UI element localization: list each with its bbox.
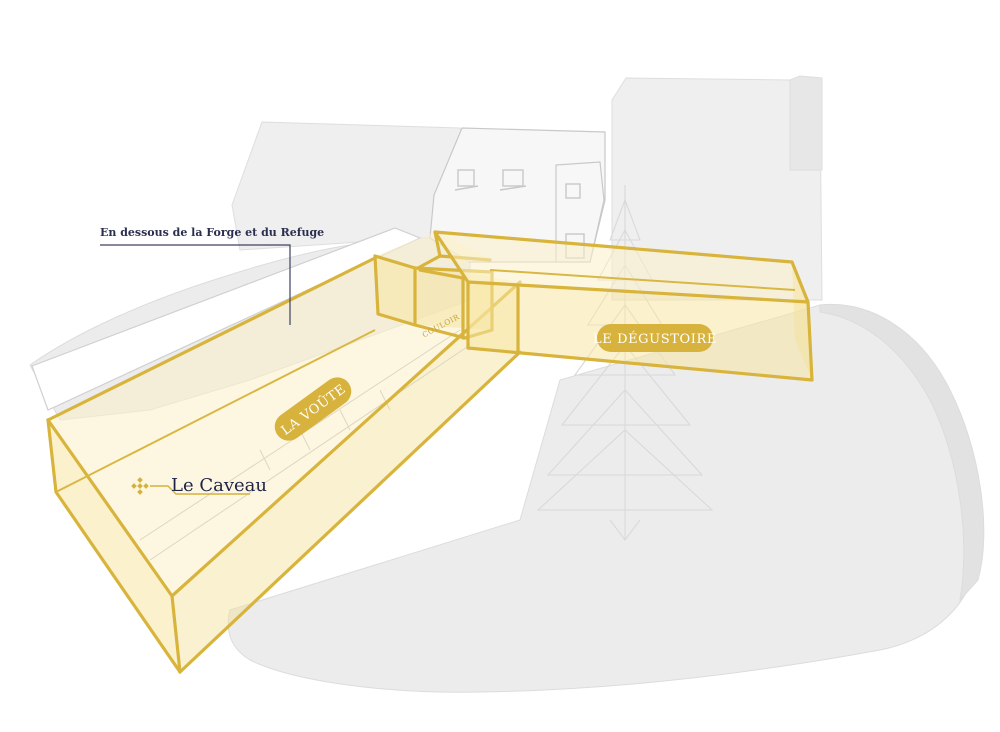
below-note-leader xyxy=(100,244,291,325)
label-le-degustoire: LE DÉGUSTOIRE xyxy=(593,324,717,352)
le-caveau-title: Le Caveau xyxy=(171,475,267,496)
le-degustoire-text: LE DÉGUSTOIRE xyxy=(593,331,717,347)
background-buildings xyxy=(231,75,823,301)
below-note-text: En dessous de la Forge et du Refuge xyxy=(100,226,324,239)
annotation-below-note: En dessous de la Forge et du Refuge xyxy=(100,226,324,325)
caveau-leader xyxy=(150,485,250,495)
